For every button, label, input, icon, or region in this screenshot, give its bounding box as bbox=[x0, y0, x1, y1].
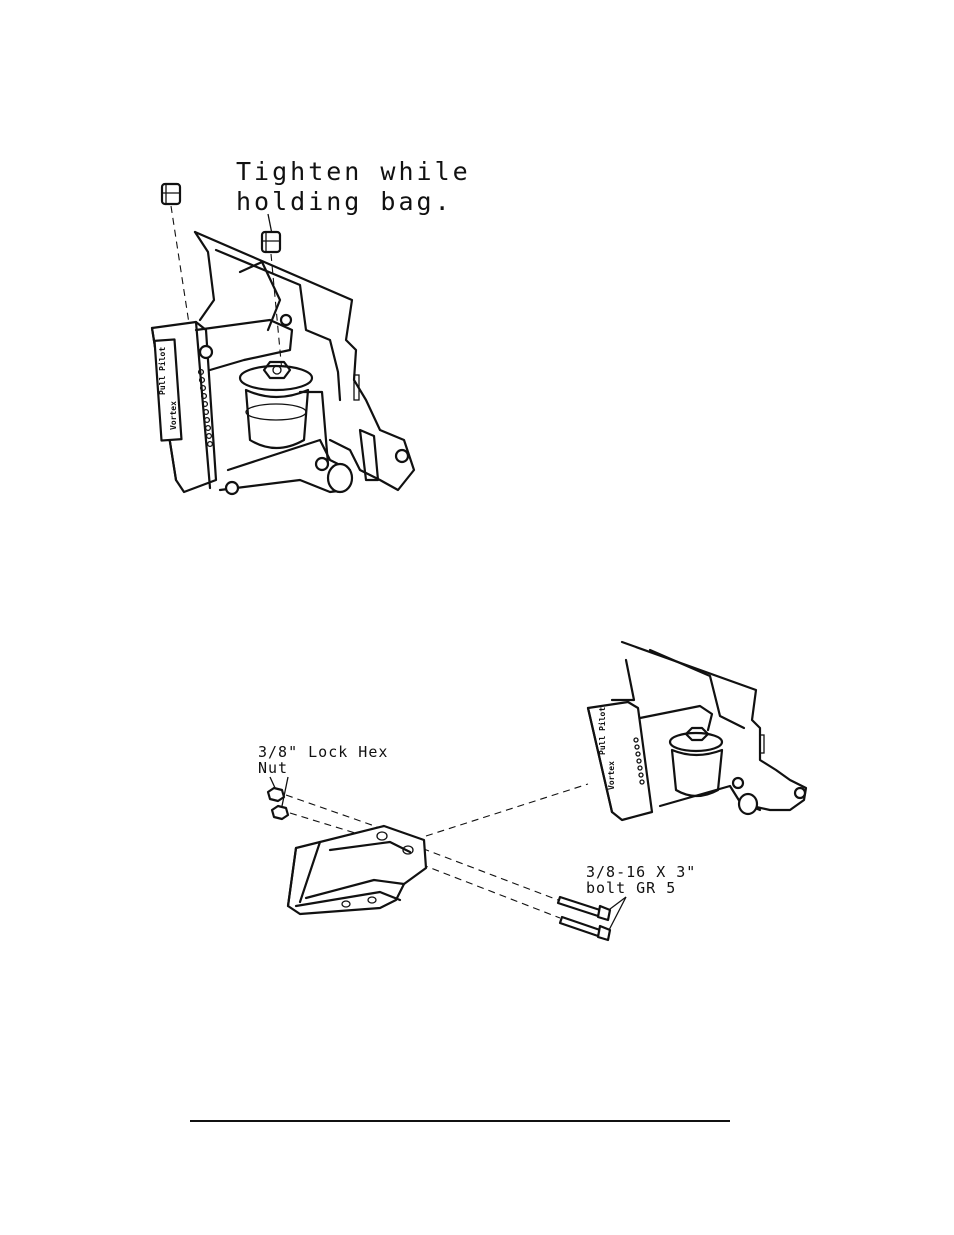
fitting-nut-left bbox=[162, 184, 180, 204]
fitting-left-dashed-path bbox=[171, 206, 190, 330]
lock-hex-nut-1 bbox=[268, 788, 284, 801]
assembled-unit: Pull Pilot Vortex bbox=[588, 642, 806, 820]
decal-text-3: Pull Pilot bbox=[597, 707, 607, 755]
tighten-callout-line2: holding bag. bbox=[236, 187, 453, 216]
bolt-head-1 bbox=[200, 346, 212, 358]
bolt-head-4 bbox=[226, 482, 238, 494]
fitting-nut-right bbox=[262, 232, 280, 252]
bolt-head-2 bbox=[281, 315, 291, 325]
bolt2-dashed-path bbox=[410, 860, 560, 918]
nut1-dashed-path bbox=[286, 795, 386, 830]
figure2-bracket-install: Pull Pilot Vortex 3/8" Lock Hex Nut 3/8-… bbox=[258, 642, 806, 940]
air-bag bbox=[240, 362, 312, 448]
bolt-head-3 bbox=[316, 458, 328, 470]
decal-text-4: Vortex bbox=[607, 761, 616, 790]
bolt-head-5 bbox=[396, 450, 408, 462]
decal-text-1: Pull Pilot bbox=[157, 347, 167, 395]
bolt-1 bbox=[558, 897, 610, 920]
nut-callout-line2: Nut bbox=[258, 759, 288, 777]
bolt-callout-line2: bolt GR 5 bbox=[586, 879, 676, 897]
decal-text-2: Vortex bbox=[169, 401, 178, 430]
footer-rule bbox=[190, 1120, 730, 1122]
tighten-callout-line1: Tighten while bbox=[236, 157, 471, 186]
bolt-2 bbox=[560, 917, 610, 940]
mounting-bracket bbox=[288, 826, 426, 914]
bracket-to-unit-dashed-path bbox=[426, 784, 588, 836]
figure1-air-bag-assembly: Tighten while holding bag. Pull Pilot Vo… bbox=[152, 157, 471, 494]
mounting-plate bbox=[195, 232, 414, 490]
pivot-tube bbox=[328, 464, 352, 492]
lock-hex-nut-2 bbox=[272, 806, 288, 819]
